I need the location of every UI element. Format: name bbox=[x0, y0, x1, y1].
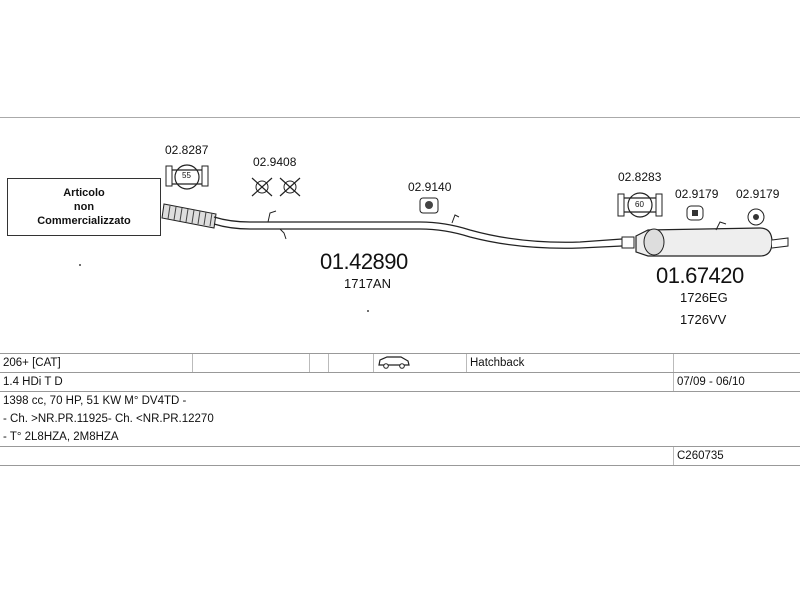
clamp-size-label: 60 bbox=[635, 200, 644, 209]
not-commercialized-line: non bbox=[73, 201, 95, 213]
hanger-pair-icon bbox=[251, 177, 301, 197]
muffler-code: 01.67420 bbox=[656, 263, 744, 288]
spec-cell: 1398 cc, 70 HP, 51 KW M° DV4TD - bbox=[0, 391, 800, 410]
not-commercialized-box: Articolo non Commercializzato bbox=[7, 178, 161, 236]
flex-pipe bbox=[161, 203, 217, 229]
catalog-code-cell: C260735 bbox=[673, 446, 800, 466]
empty-cell bbox=[0, 446, 674, 466]
part-label: 02.9179 bbox=[736, 187, 780, 201]
dot bbox=[79, 264, 81, 266]
table-row: C260735 bbox=[0, 446, 800, 466]
exhaust-diagram: 55 60 02.8287 02.9408 02.9140 02.8283 02… bbox=[0, 118, 800, 353]
empty-cell bbox=[673, 353, 800, 373]
engine-codes-cell: - T° 2L8HZA, 2M8HZA bbox=[0, 428, 800, 447]
vehicle-info-table: 206+ [CAT] Hatchback 1.4 HDi T D 07/09 -… bbox=[0, 353, 800, 466]
part-label: 02.9408 bbox=[253, 155, 297, 169]
body-type-cell: Hatchback bbox=[466, 353, 674, 373]
table-row: - Ch. >NR.PR.11925- Ch. <NR.PR.12270 bbox=[0, 410, 800, 428]
part-label: 02.8283 bbox=[618, 170, 662, 184]
part-label: 02.8287 bbox=[165, 143, 209, 157]
table-row: 206+ [CAT] Hatchback bbox=[0, 353, 800, 373]
model-cell: 206+ [CAT] bbox=[0, 353, 193, 373]
ring-hanger-icon bbox=[686, 205, 704, 221]
table-row: - T° 2L8HZA, 2M8HZA bbox=[0, 428, 800, 447]
top-border bbox=[0, 117, 800, 118]
front-pipe bbox=[213, 210, 635, 249]
part-label: 02.9179 bbox=[675, 187, 719, 201]
not-commercialized-line: Articolo bbox=[63, 187, 105, 199]
empty-cell bbox=[192, 353, 310, 373]
body-icon-cell bbox=[373, 353, 467, 373]
not-commercialized-line: Commercializzato bbox=[37, 215, 131, 227]
exhaust-drawing bbox=[79, 164, 789, 312]
rear-muffler bbox=[635, 221, 789, 257]
ring-hanger-icon-2 bbox=[747, 208, 765, 226]
clamp-size-label: 55 bbox=[182, 171, 191, 180]
muffler-ref: 1726VV bbox=[680, 312, 727, 327]
front-pipe-ref: 1717AN bbox=[344, 276, 391, 291]
rubber-hanger-icon bbox=[419, 197, 439, 214]
dot bbox=[367, 310, 369, 312]
clamp-icon bbox=[165, 164, 209, 190]
part-label: 02.9140 bbox=[408, 180, 452, 194]
dates-cell: 07/09 - 06/10 bbox=[673, 372, 800, 392]
car-icon bbox=[378, 355, 410, 369]
chassis-cell: - Ch. >NR.PR.11925- Ch. <NR.PR.12270 bbox=[3, 413, 214, 425]
clamp-icon-rear bbox=[617, 192, 663, 218]
muffler-ref: 1726EG bbox=[680, 290, 728, 305]
front-pipe-code: 01.42890 bbox=[320, 249, 408, 274]
table-row: 1398 cc, 70 HP, 51 KW M° DV4TD - bbox=[0, 391, 800, 410]
empty-cell bbox=[328, 353, 374, 373]
engine-cell: 1.4 HDi T D bbox=[0, 372, 674, 392]
empty-cell bbox=[309, 353, 329, 373]
table-row: 1.4 HDi T D 07/09 - 06/10 bbox=[0, 372, 800, 392]
